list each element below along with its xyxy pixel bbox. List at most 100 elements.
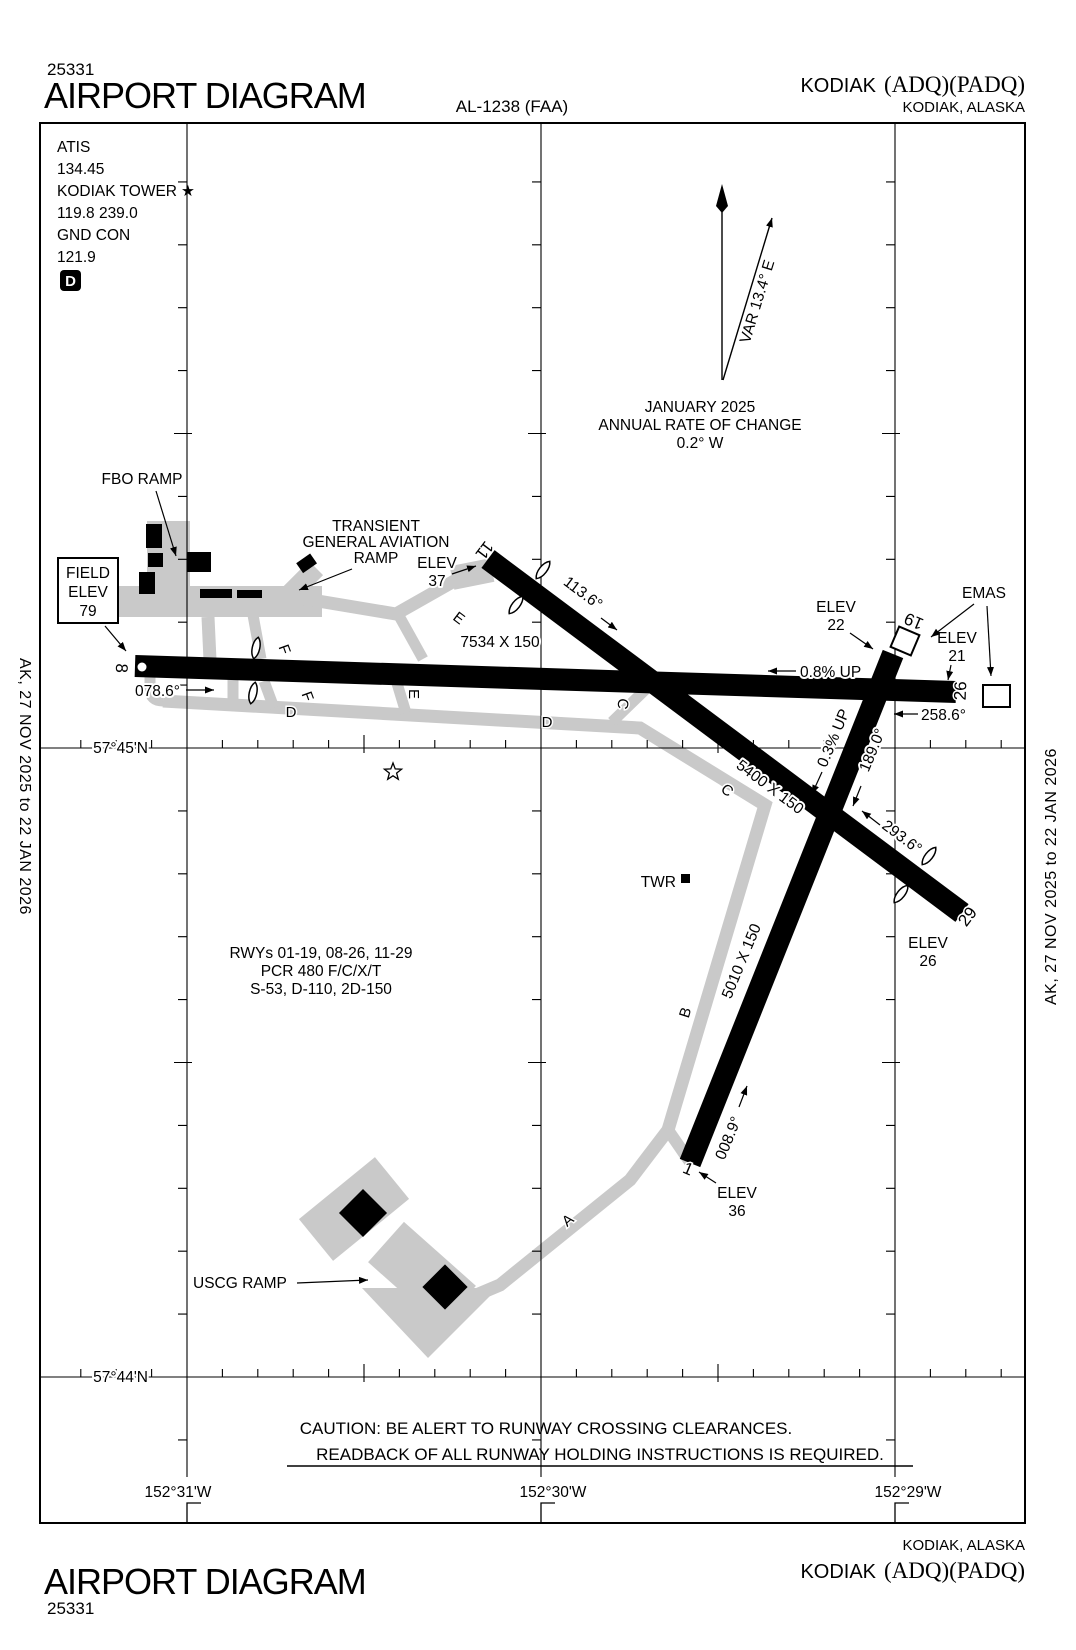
taxiway-d-label-2: D <box>542 714 553 731</box>
taxiway-c-label: C <box>613 697 632 711</box>
variation-label: VAR 13.4° E <box>737 258 778 345</box>
wind-indicator-symbol <box>921 846 937 866</box>
caution-line2: READBACK OF ALL RUNWAY HOLDING INSTRUCTI… <box>316 1445 884 1464</box>
runway-01-19-slope-arrow <box>811 771 823 795</box>
emas-label: EMAS <box>962 585 1006 602</box>
runway-08-number: 8 <box>112 663 131 673</box>
longitude-label-hooks <box>186 1502 909 1522</box>
annual-rate-label: ANNUAL RATE OF CHANGE <box>598 417 801 434</box>
comm-frequencies: ATIS 134.45 KODIAK TOWER★ 119.8 239.0 GN… <box>57 139 195 291</box>
runway-08-heading: 078.6° <box>135 683 180 700</box>
effective-dates-right: AK, 27 NOV 2025 to 22 JAN 2026 <box>1043 748 1060 1005</box>
effective-dates-left: AK, 27 NOV 2025 to 22 JAN 2026 <box>16 658 33 915</box>
elev-rwy01-value: 36 <box>728 1203 745 1220</box>
rwy11-threshold-pad <box>449 558 495 590</box>
elev-rwy11-value: 37 <box>428 573 445 590</box>
graticule <box>41 124 1024 1522</box>
tower-name: KODIAK TOWER <box>57 183 177 200</box>
elev-rwy26-value: 21 <box>948 648 965 665</box>
page-title-bottom: AIRPORT DIAGRAM <box>44 1561 366 1602</box>
procedure-id: AL-1238 (FAA) <box>456 97 568 116</box>
airport-name-bottom: KODIAK <box>800 1561 876 1583</box>
clearance-delivery-icon <box>60 270 81 291</box>
wind-indicator-symbol <box>535 560 551 580</box>
apron-building <box>237 590 262 598</box>
transient-ramp-building <box>296 553 317 574</box>
runways <box>134 550 969 1168</box>
fbo-building <box>146 524 162 548</box>
field-elev-leader-arrow <box>104 625 127 652</box>
fbo-building <box>139 572 155 594</box>
runway-11-29 <box>481 550 969 922</box>
airport-codes-top: (ADQ)(PADQ) <box>884 72 1025 97</box>
star-icon: ★ <box>181 183 195 200</box>
taxiway-e-label-2: E <box>405 689 422 699</box>
runway-08-26-slope: 0.8% UP <box>800 664 861 681</box>
runway-19-heading-arrow <box>852 785 862 807</box>
north-arrowhead-icon <box>716 184 728 213</box>
longitude-tick-marks <box>174 181 900 1441</box>
wind-indicator-symbol <box>251 636 261 660</box>
transient-ramp-arrow <box>298 568 353 591</box>
beacon-star-icon <box>382 761 404 781</box>
tower-frequencies: 119.8 239.0 <box>57 205 138 222</box>
caution-line1: CAUTION: BE ALERT TO RUNWAY CROSSING CLE… <box>300 1419 793 1438</box>
chart-number-top: 25331 <box>47 60 94 79</box>
clearance-delivery-letter: D <box>65 273 76 290</box>
apron-building <box>200 589 232 598</box>
variation-date: JANUARY 2025 <box>645 399 756 416</box>
wind-indicator-symbol <box>508 595 524 615</box>
transient-ramp-label-1: TRANSIENT <box>332 518 420 535</box>
emas-arrow-rwy26 <box>986 605 994 677</box>
emas-pad-rwy19 <box>889 625 921 657</box>
chart-number-bottom: 25331 <box>47 1599 94 1618</box>
elev-rwy26-label: ELEV <box>937 630 977 647</box>
tower-label: KODIAK TOWER★ <box>57 183 195 200</box>
elev-rwy11-arrow <box>451 565 477 575</box>
wind-indicator-symbol <box>893 884 909 904</box>
compass-group: VAR 13.4° E JANUARY 2025 ANNUAL RATE OF … <box>598 184 802 452</box>
field-elevation-box: FIELD ELEV 79 <box>57 557 127 652</box>
runway-01-heading-arrow <box>738 1085 748 1108</box>
uscg-ramp-arrow <box>296 1276 369 1284</box>
airport-title-bottom: KODIAK (ADQ)(PADQ) <box>800 1558 1025 1583</box>
fbo-ramp-label: FBO RAMP <box>102 471 183 488</box>
atis-frequency: 134.45 <box>57 161 104 178</box>
fbo-building <box>187 552 211 572</box>
elev-rwy26-arrow <box>946 664 954 681</box>
atis-label: ATIS <box>57 139 90 156</box>
airport-name-top: KODIAK <box>800 75 876 97</box>
runway-01-19 <box>679 649 904 1168</box>
longitude-label-15229: 152°29'W <box>875 1484 942 1501</box>
tower-symbol <box>681 874 690 883</box>
latitude-label-5745: 57°45'N <box>93 740 148 757</box>
field-elev-line2: ELEV <box>68 584 108 601</box>
emas-pad-rwy26 <box>982 684 1011 708</box>
ground-frequency: 121.9 <box>57 249 96 266</box>
transient-ramp-label-2: GENERAL AVIATION <box>302 534 449 551</box>
taxiway-network <box>118 521 773 1358</box>
elev-rwy19-value: 22 <box>827 617 844 634</box>
runway-info-line2: PCR 480 F/C/X/T <box>261 963 382 980</box>
runway-08-26 <box>134 655 957 703</box>
fbo-building <box>148 553 163 567</box>
runway-26-number: 26 <box>951 681 971 701</box>
taxiway-b-label: B <box>676 1005 695 1020</box>
latitude-label-5744: 57°44'N <box>93 1369 148 1386</box>
elev-rwy01-label: ELEV <box>717 1185 757 1202</box>
transient-ramp-label-3: RAMP <box>354 550 399 567</box>
uscg-ramp-label: USCG RAMP <box>193 1275 287 1292</box>
elev-rwy29-value: 26 <box>919 953 936 970</box>
runway-08-26-dimensions: 7534 X 150 <box>460 634 540 651</box>
airport-codes-bottom: (ADQ)(PADQ) <box>884 1558 1025 1583</box>
wind-indicator-symbol <box>248 681 258 705</box>
field-elev-border <box>57 557 119 624</box>
uscg-ramp-tail <box>362 1288 498 1358</box>
tower-label: TWR <box>641 874 676 891</box>
page-title-top: AIRPORT DIAGRAM <box>44 75 366 116</box>
airport-city-top: KODIAK, ALASKA <box>902 99 1025 116</box>
fbo-apron <box>118 521 322 617</box>
longitude-label-15231: 152°31'W <box>145 1484 212 1501</box>
fbo-ramp-arrow <box>155 490 177 557</box>
